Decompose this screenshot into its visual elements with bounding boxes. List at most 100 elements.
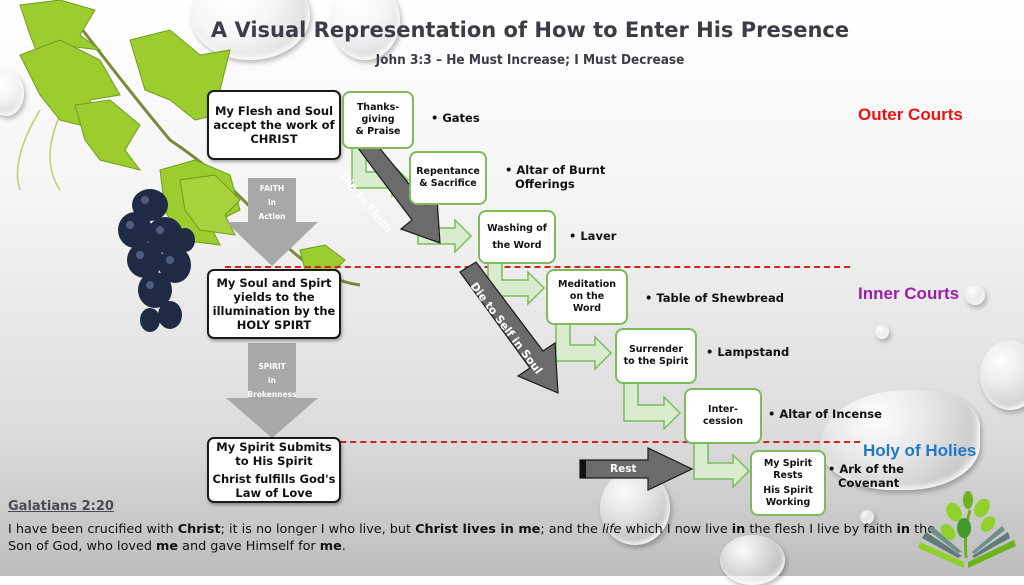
step-surrender-box: Surrender to the Spirit [615,328,697,384]
arrow-label-line: Action [258,212,286,221]
connector-5 [623,379,682,431]
holy-of-holies-label: Holy of Holies [863,441,977,460]
verse-segment: which I now live [621,522,732,537]
verse-segment: me [319,539,342,554]
box-line: HOLY SPIRT [236,318,312,332]
water-drop-decoration [860,510,874,524]
rest-arrow-tail [580,460,586,478]
inner-courts-label: Inner Courts [858,284,960,303]
water-drop-decoration [980,340,1024,410]
step-line: Word [572,303,602,314]
connector-4 [555,321,613,371]
verse-segment: Christ lives in me [415,522,541,537]
faith-arrow [226,178,318,266]
die-to-self-arrow [459,261,559,394]
verse-segment: . [341,539,346,554]
arrow-label-line: in [268,198,276,207]
step-line: Rests [773,469,803,481]
step-line: on the [569,291,605,302]
furniture-ark-covenant: • Ark of the Covenant [828,462,904,490]
verse-segment: life [601,522,622,537]
spirit-arrow [226,343,318,438]
step-intercession-box: Inter- cession [684,388,762,444]
box-line: Christ fulfills God's [212,472,336,486]
furniture-table-shewbread: • Table of Shewbread [645,291,784,305]
furniture-line: • Altar of Burnt [505,163,606,177]
verse-segment: in [896,522,911,537]
step-line: Repentance [416,166,480,177]
verse-reference: Galatians 2:20 [8,499,114,514]
verse-segment: I have been crucified with [8,522,178,537]
box-line: My Flesh and Soul [214,104,334,118]
water-drop-decoration [965,285,985,305]
spirit-submits-box: My Spirit Submits to His Spirit Christ f… [207,437,341,503]
furniture-line: Offerings [515,177,575,191]
box-line: illumination by the [212,304,336,318]
rest-arrow [579,447,694,491]
furniture-gates: • Gates [431,111,480,125]
furniture-line: • Table of Shewbread [645,291,784,305]
box-line: Law of Love [235,486,313,500]
verse-segment: the flesh I live by faith [745,522,897,537]
verse-segment: ; it is no longer I who live, but [220,522,416,537]
step-thanksgiving-box: Thanks- giving & Praise [342,91,414,149]
furniture-altar-incense: • Altar of Incense [768,407,882,421]
connector-6 [693,437,751,489]
furniture-line: Covenant [838,476,900,490]
step-spirit-rests-box: My Spirit Rests His Spirit Working [750,450,826,516]
tree-leaves-icon [940,491,996,559]
water-drop-decoration [875,325,889,339]
step-line: Washing of [487,223,547,234]
step-meditation-box: Meditation on the Word [546,269,628,325]
verse-segment: the Son of God, who loved [8,522,936,554]
water-drop-decoration [820,390,980,490]
outer-courts-label: Outer Courts [858,105,963,124]
arrow-label-line: FAITH [259,184,285,193]
verse-text: I have been crucified with Christ; it is… [8,521,948,555]
step-line: Inter- [708,404,738,415]
faith-in-action-label: FAITH in Action [248,182,296,224]
page-title: A Visual Representation of How to Enter … [210,18,850,42]
step-line: cession [703,416,743,427]
furniture-line: • Gates [431,111,480,125]
box-line: My Spirit Submits [216,440,332,454]
verse-segment: in [731,522,746,537]
furniture-altar-burnt-offerings: • Altar of Burnt Offerings [505,163,605,191]
step-line: Meditation [558,279,616,290]
furniture-line: • Altar of Incense [768,407,882,421]
box-line: My Soul and Spirt [216,276,332,290]
flesh-soul-box: My Flesh and Soul accept the work of CHR… [207,90,341,160]
furniture-lampstand: • Lampstand [706,345,789,359]
grapevine-illustration [16,0,360,332]
arrow-label-line: in [268,376,276,385]
book-tree-logo [918,491,1016,568]
connector-3 [487,255,546,306]
furniture-laver: • Laver [569,229,616,243]
outer-inner-divider [225,266,850,268]
page-subtitle: John 3:3 – He Must Increase; I Must Decr… [375,52,685,68]
verse-segment: and gave Himself for [178,539,320,554]
verse-segment: ; and the [540,522,602,537]
box-line: yields to the [233,290,315,304]
furniture-line: • Laver [569,229,617,243]
step-line: & Sacrifice [419,178,477,189]
inner-holy-divider [320,441,860,443]
arrow-label-line: SPIRIT [258,362,286,371]
step-washing-box: Washing of the Word [478,210,556,264]
box-line: CHRIST [250,132,298,146]
furniture-line: • Ark of the [828,462,904,476]
spirit-in-brokenness-label: SPIRIT in Brokenness [244,360,300,402]
step-line: Surrender [628,344,684,355]
step-line: the Word [492,240,542,251]
step-line: Working [765,496,811,508]
book-icon [918,526,1016,568]
rest-label: Rest [610,463,637,475]
step-line: Thanks- [356,102,400,113]
box-line: to His Spirit [235,454,313,468]
soul-spirit-box: My Soul and Spirt yields to the illumina… [207,269,341,339]
step-line: My Spirit [763,457,813,469]
verse-segment: Christ [177,522,221,537]
step-repentance-box: Repentance & Sacrifice [409,151,487,205]
step-line: & Praise [355,126,401,137]
box-line: accept the work of [213,118,335,132]
